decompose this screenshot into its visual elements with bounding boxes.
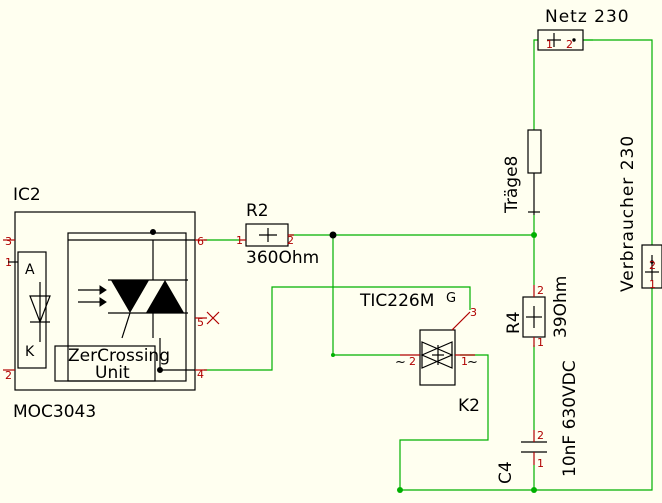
- k2-gate-label: G: [446, 291, 456, 306]
- junction-dot: [531, 232, 537, 238]
- wires: [204, 39, 653, 491]
- k2-t1-symbol: ~: [467, 355, 478, 370]
- ic2-led-box: [17, 251, 47, 369]
- triac-icon: [108, 240, 188, 339]
- ic2-part-label: MOC3043: [13, 402, 96, 422]
- r2-value-label: 360Ohm: [246, 248, 319, 268]
- k2-t2-symbol: ~: [395, 355, 406, 370]
- fuse-ref-label: Träge8: [502, 156, 522, 214]
- junction-dots: [329, 231, 537, 493]
- c4-pin2-label: 2: [537, 429, 544, 442]
- led-diode-icon: [29, 282, 51, 342]
- verbraucher-pin2-label: 2: [649, 259, 656, 272]
- ic2-pin3-label: 3: [5, 235, 12, 248]
- r2-pin2-label: 2: [287, 234, 294, 247]
- netz-pin1-label: 1: [546, 38, 553, 51]
- r4-ref-label: R4: [504, 311, 524, 334]
- zero-crossing-unit-box: [54, 345, 156, 382]
- ic2-optocoupler: IC2 MOC3043 3 1 2 6 5 4 A K: [3, 185, 220, 422]
- fuse: Träge8: [502, 129, 542, 215]
- k2-ref-label: K2: [458, 396, 480, 416]
- r2-resistor: R2 1 2 360Ohm: [236, 201, 319, 268]
- r2-ref-label: R2: [246, 201, 269, 221]
- no-connect-icon: [206, 311, 220, 325]
- netz-ref-label: Netz 230: [545, 7, 630, 27]
- junction-dot: [331, 353, 335, 357]
- light-arrow-icon: [78, 285, 107, 307]
- fuse-body: [527, 129, 542, 174]
- k2-part-label: TIC226M: [359, 291, 434, 311]
- zero-crossing-label: ZerCrossing: [68, 346, 170, 366]
- junction-dot: [329, 231, 337, 239]
- k2-pin3-label: 3: [470, 306, 477, 319]
- c4-capacitor: 2 1 C4 10nF 630VDC: [496, 360, 580, 484]
- ic2-pin5-label: 5: [197, 316, 204, 329]
- verbraucher-body: [641, 244, 662, 289]
- netz-connector: Netz 230 1 2: [537, 7, 630, 51]
- ic2-cathode-label: K: [25, 344, 35, 360]
- k2-triac: TIC226M G K2 2 1 3 ~ ~: [359, 291, 480, 416]
- c4-value-label: 10nF 630VDC: [560, 360, 580, 477]
- ic2-body: [14, 211, 196, 391]
- c4-ref-label: C4: [496, 461, 516, 484]
- zero-crossing-label-2: Unit: [95, 363, 130, 383]
- r4-pin2-label: 2: [537, 284, 544, 297]
- r4-resistor: 2 1 R4 39Ohm: [504, 276, 571, 349]
- junction-dot: [531, 487, 537, 493]
- k2-pin2-label: 2: [409, 355, 416, 368]
- ic2-ref-label: IC2: [13, 185, 41, 205]
- r2-pin1-label: 1: [236, 234, 243, 247]
- ic2-anode-label: A: [25, 262, 35, 278]
- verbraucher-ref-label: Verbraucher 230: [618, 135, 638, 292]
- r4-pin1-label: 1: [537, 336, 544, 349]
- netz-body: [537, 29, 584, 51]
- ic2-pin6-label: 6: [197, 235, 204, 248]
- ic2-pin2-label: 2: [5, 369, 12, 382]
- r4-value-label: 39Ohm: [551, 276, 571, 338]
- verbraucher-pin1-label: 1: [649, 278, 656, 291]
- netz-pin2-label: 2: [566, 38, 573, 51]
- ic2-pin4-label: 4: [197, 368, 204, 381]
- k2-pin1-label: 1: [461, 355, 468, 368]
- c4-pin1-label: 1: [537, 457, 544, 470]
- verbraucher-connector: 2 1 Verbraucher 230: [618, 135, 662, 292]
- junction-dot: [397, 487, 403, 493]
- k2-body: [419, 329, 456, 386]
